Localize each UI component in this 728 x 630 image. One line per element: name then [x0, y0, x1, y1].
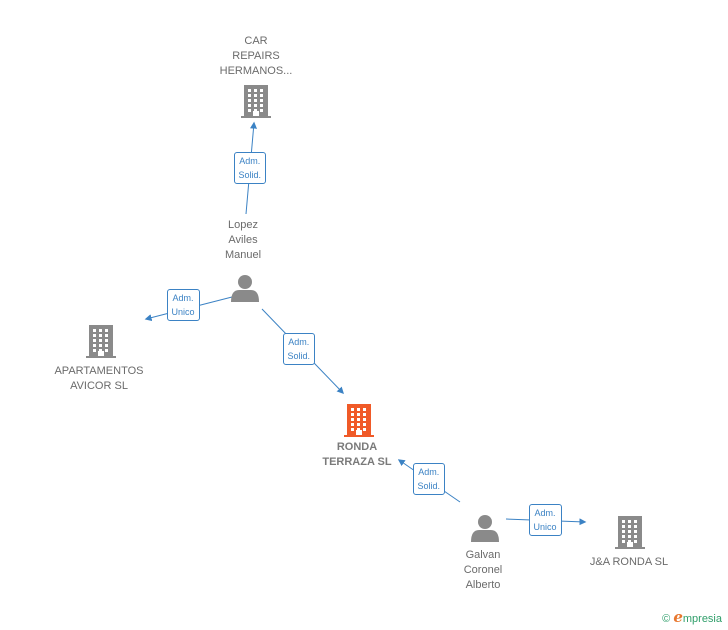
edge-label-e3[interactable]: Adm. Solid. [282, 333, 316, 365]
node-label-lopez[interactable]: Lopez Aviles Manuel [224, 218, 262, 261]
edge-label-e5[interactable]: Adm. Unico [528, 504, 562, 536]
building-icon [86, 325, 116, 358]
node-label-galvan[interactable]: Galvan Coronel Alberto [463, 548, 503, 591]
building-icon [241, 85, 271, 118]
node-label-apartamentos[interactable]: APARTAMENTOS AVICOR SL [54, 365, 144, 392]
brand-initial: e [673, 608, 683, 626]
edge-label-e1[interactable]: Adm. Solid. [233, 152, 267, 184]
node-label-car[interactable]: CAR REPAIRS HERMANOS... [219, 34, 293, 77]
person-icon [231, 275, 259, 302]
node-label-ja[interactable]: J&A RONDA SL [589, 555, 669, 568]
building-icon [615, 516, 645, 549]
copyright-symbol: © [662, 613, 671, 625]
edge-label-e2[interactable]: Adm. Unico [166, 289, 200, 321]
building-icon [344, 404, 374, 437]
edge-label-e4[interactable]: Adm. Solid. [412, 463, 446, 495]
brand-name: mpresia [682, 613, 722, 625]
brand-watermark: © empresia [662, 608, 722, 626]
node-label-ronda[interactable]: RONDA TERRAZA SL [322, 441, 392, 468]
person-icon [471, 515, 499, 542]
